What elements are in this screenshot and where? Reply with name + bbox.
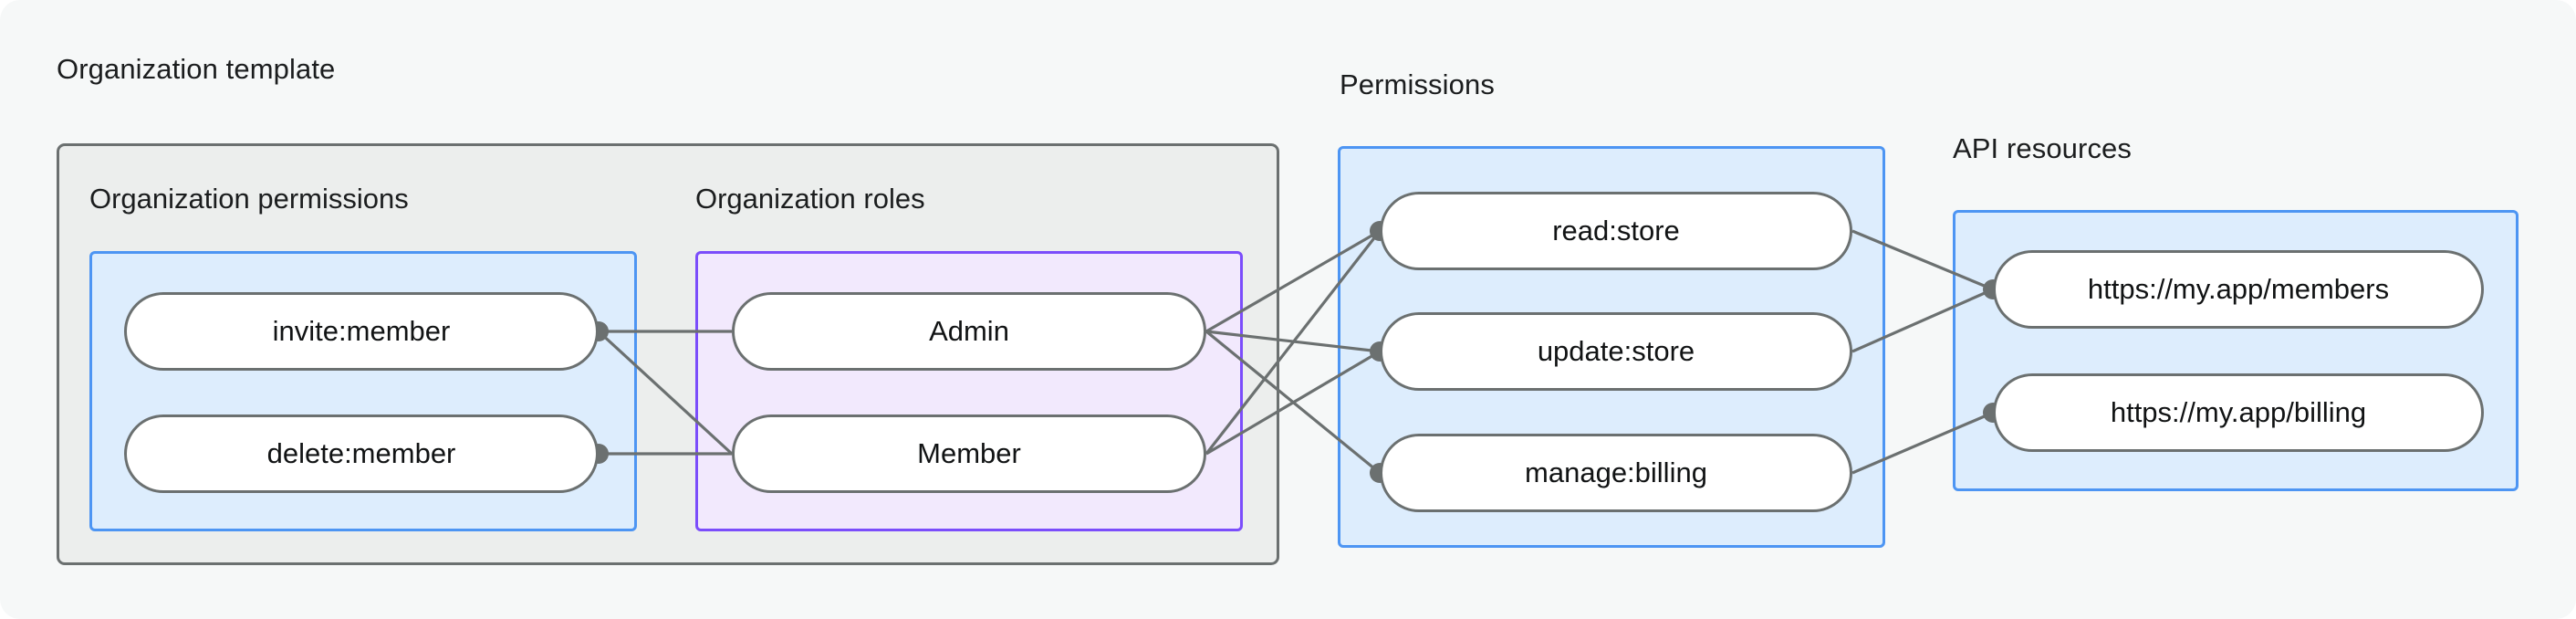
node-update-store[interactable]: update:store: [1380, 312, 1852, 391]
permissions-title: Permissions: [1340, 68, 1495, 100]
organization-permissions-title: Organization permissions: [89, 183, 409, 215]
organization-template-title: Organization template: [57, 53, 336, 85]
node-invite-member[interactable]: invite:member: [124, 292, 599, 371]
node-read-store[interactable]: read:store: [1380, 192, 1852, 270]
api-resources-title: API resources: [1953, 132, 2132, 164]
node-members-url[interactable]: https://my.app/members: [1993, 250, 2484, 329]
node-billing-url[interactable]: https://my.app/billing: [1993, 373, 2484, 452]
node-member[interactable]: Member: [732, 414, 1206, 493]
node-manage-billing[interactable]: manage:billing: [1380, 434, 1852, 512]
node-admin[interactable]: Admin: [732, 292, 1206, 371]
node-delete-member[interactable]: delete:member: [124, 414, 599, 493]
organization-roles-title: Organization roles: [695, 183, 925, 215]
